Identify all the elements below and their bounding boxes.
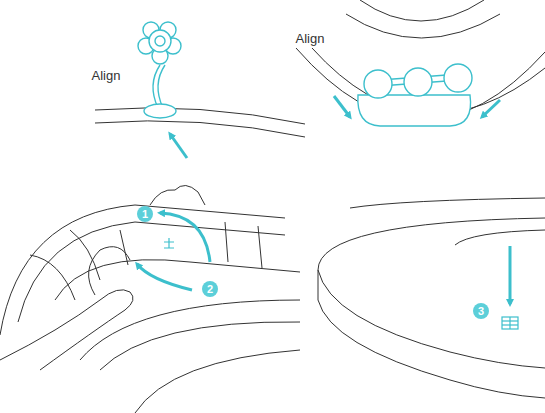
align-label: Align <box>296 32 325 45</box>
callout-number: 2 <box>207 284 213 295</box>
align-label: Align <box>92 69 121 82</box>
callout-number: 3 <box>478 306 484 317</box>
callout-number: 1 <box>142 209 148 220</box>
